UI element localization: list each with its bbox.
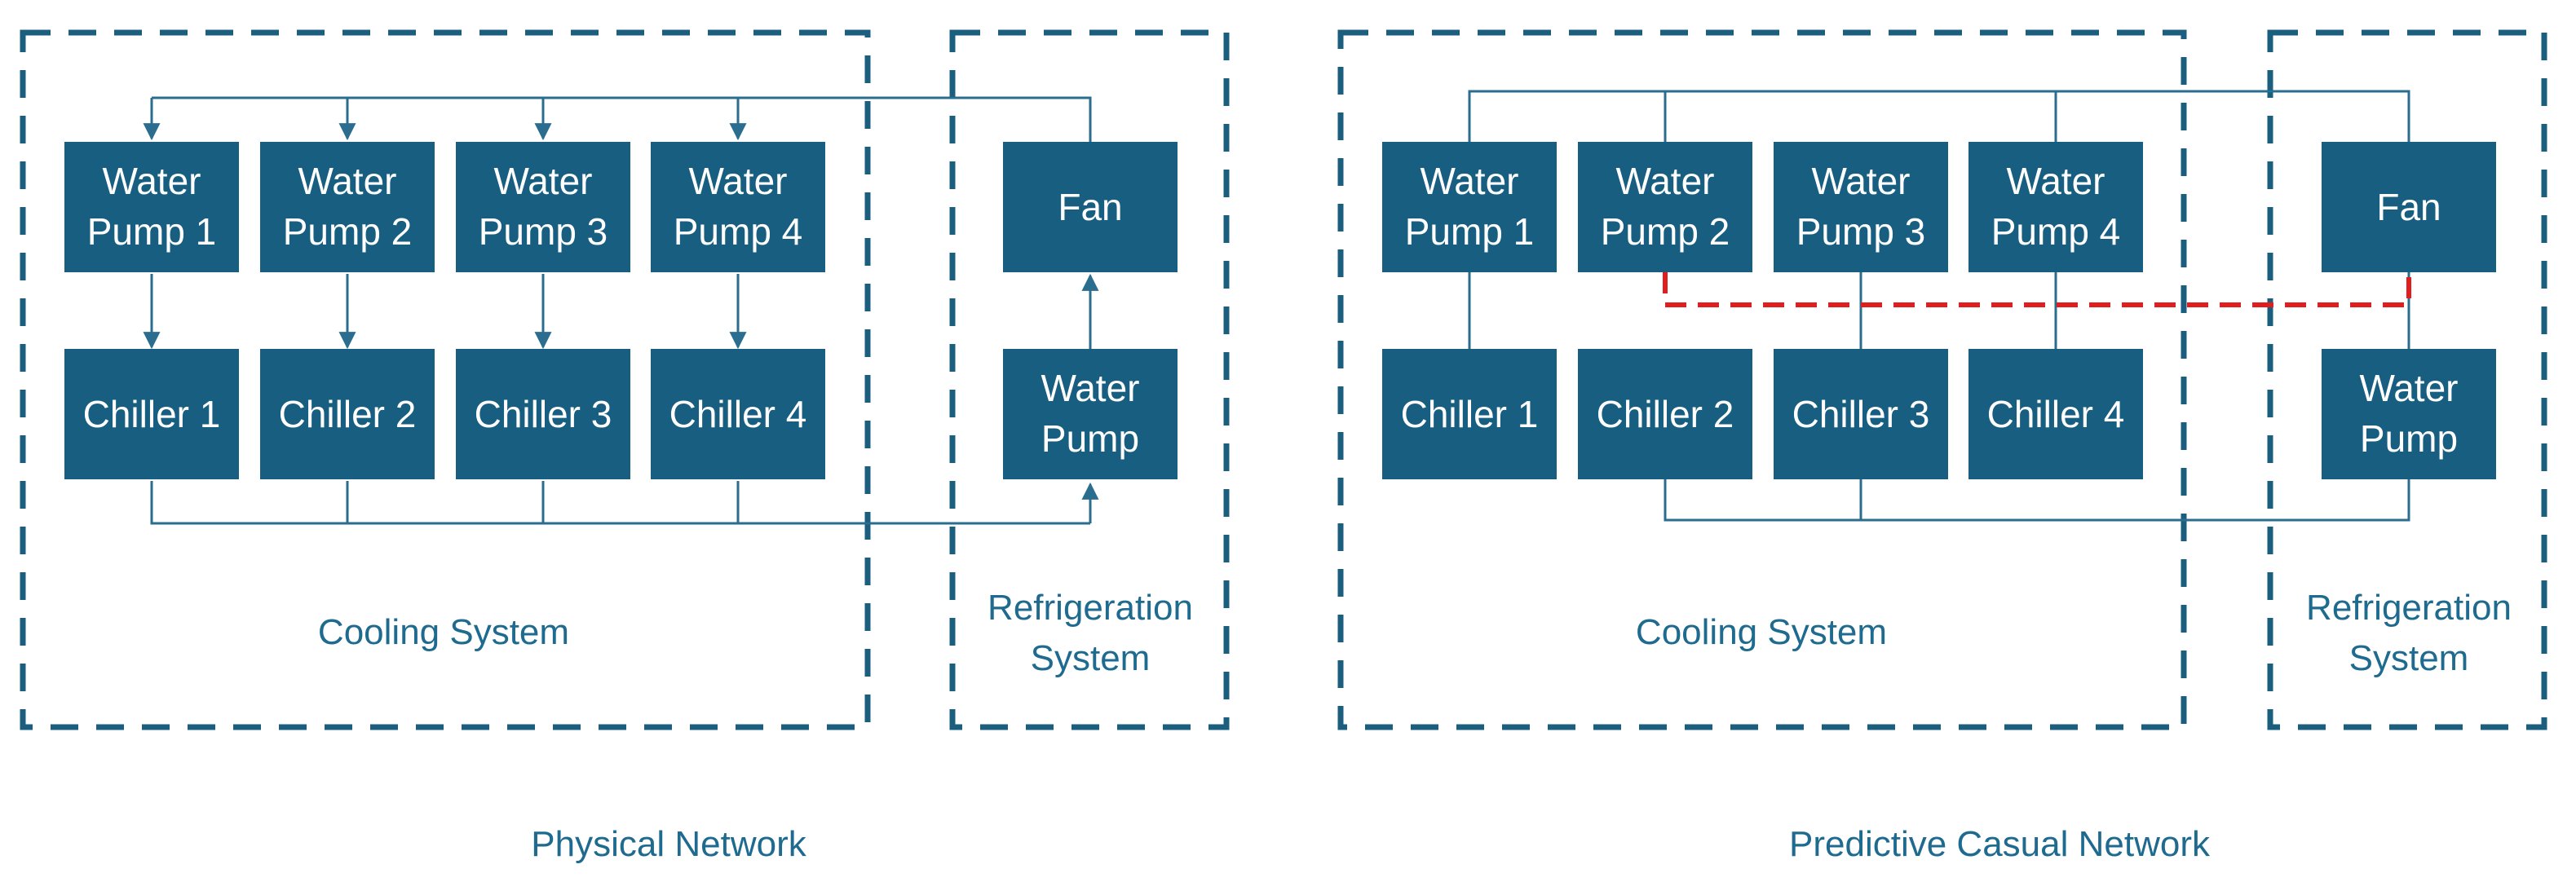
water-pump-3-line2: Pump 3 — [479, 210, 608, 253]
chiller-1: Chiller 1 — [64, 349, 239, 479]
chiller-4-label: Chiller 4 — [1987, 393, 2125, 435]
fan-label: Fan — [2376, 186, 2441, 228]
cooling-system-label: Cooling System — [1636, 612, 1887, 652]
physical-network-caption: Physical Network — [531, 824, 806, 864]
water-pump-1-line2: Pump 1 — [87, 210, 217, 253]
water-pump-2-line2: Pump 2 — [1601, 210, 1730, 253]
physical-network: Water Pump 1 Water Pump 2 Water Pump 3 W… — [20, 29, 1230, 864]
water-pump-4-line2: Pump 4 — [1991, 210, 2121, 253]
water-pump-1: Water Pump 1 — [1382, 142, 1557, 272]
chiller-1-label: Chiller 1 — [83, 393, 221, 435]
chiller-4-label: Chiller 4 — [669, 393, 807, 435]
cooling-system-label: Cooling System — [318, 612, 569, 652]
refrigeration-system-boundary — [2267, 29, 2547, 730]
chiller-1: Chiller 1 — [1382, 349, 1557, 479]
water-pump-3-line1: Water — [1812, 160, 1911, 202]
chiller-2: Chiller 2 — [260, 349, 435, 479]
refrigeration-pump-line2: Pump — [2360, 417, 2458, 460]
water-pump-1: Water Pump 1 — [64, 142, 239, 272]
chiller-2-label: Chiller 2 — [1597, 393, 1734, 435]
water-pump-4: Water Pump 4 — [1968, 142, 2143, 272]
water-pump-2: Water Pump 2 — [260, 142, 435, 272]
chiller-4: Chiller 4 — [651, 349, 825, 479]
water-pump-2-line2: Pump 2 — [283, 210, 413, 253]
cooling-system-boundary — [20, 29, 871, 730]
refrigeration-pump-line2: Pump — [1041, 417, 1139, 460]
physical-wires — [143, 96, 1099, 525]
chiller-3-label: Chiller 3 — [1792, 393, 1930, 435]
causal-highlight-link — [1663, 272, 2411, 307]
water-pump-4-line1: Water — [2007, 160, 2105, 202]
water-pump-2: Water Pump 2 — [1578, 142, 1752, 272]
causal-network-caption: Predictive Casual Network — [1789, 824, 2211, 864]
water-pump-3: Water Pump 3 — [456, 142, 630, 272]
refrigeration-system-boundary — [949, 29, 1230, 730]
refrigeration-system-label-line2: System — [1031, 638, 1151, 678]
water-pump-1-line2: Pump 1 — [1405, 210, 1535, 253]
water-pump-4-line1: Water — [689, 160, 788, 202]
water-pump-4-line2: Pump 4 — [674, 210, 803, 253]
chiller-3: Chiller 3 — [456, 349, 630, 479]
chiller-1-label: Chiller 1 — [1401, 393, 1539, 435]
water-pump-4: Water Pump 4 — [651, 142, 825, 272]
refrigeration-system-label-line1: Refrigeration — [2306, 588, 2512, 628]
chiller-2-label: Chiller 2 — [279, 393, 417, 435]
chiller-2: Chiller 2 — [1578, 349, 1752, 479]
fan: Fan — [1003, 142, 1178, 272]
chiller-3-label: Chiller 3 — [475, 393, 612, 435]
fan: Fan — [2322, 142, 2496, 272]
refrigeration-water-pump: Water Pump — [1003, 349, 1178, 479]
cooling-system-boundary — [1337, 29, 2187, 730]
water-pump-2-line1: Water — [1616, 160, 1715, 202]
refrigeration-pump-line1: Water — [1041, 367, 1140, 409]
chiller-3: Chiller 3 — [1774, 349, 1948, 479]
water-pump-3-line2: Pump 3 — [1796, 210, 1926, 253]
causal-wires — [1468, 90, 2411, 522]
water-pump-1-line1: Water — [1421, 160, 1519, 202]
causal-network: Water Pump 1 Water Pump 2 Water Pump 3 W… — [1337, 29, 2547, 864]
refrigeration-pump-line1: Water — [2360, 367, 2459, 409]
water-pump-3: Water Pump 3 — [1774, 142, 1948, 272]
refrigeration-water-pump: Water Pump — [2322, 349, 2496, 479]
chiller-4: Chiller 4 — [1968, 349, 2143, 479]
refrigeration-system-label-line2: System — [2349, 638, 2469, 678]
water-pump-2-line1: Water — [298, 160, 397, 202]
water-pump-3-line1: Water — [494, 160, 593, 202]
fan-label: Fan — [1058, 186, 1122, 228]
refrigeration-system-label-line1: Refrigeration — [988, 588, 1193, 628]
water-pump-1-line1: Water — [103, 160, 201, 202]
